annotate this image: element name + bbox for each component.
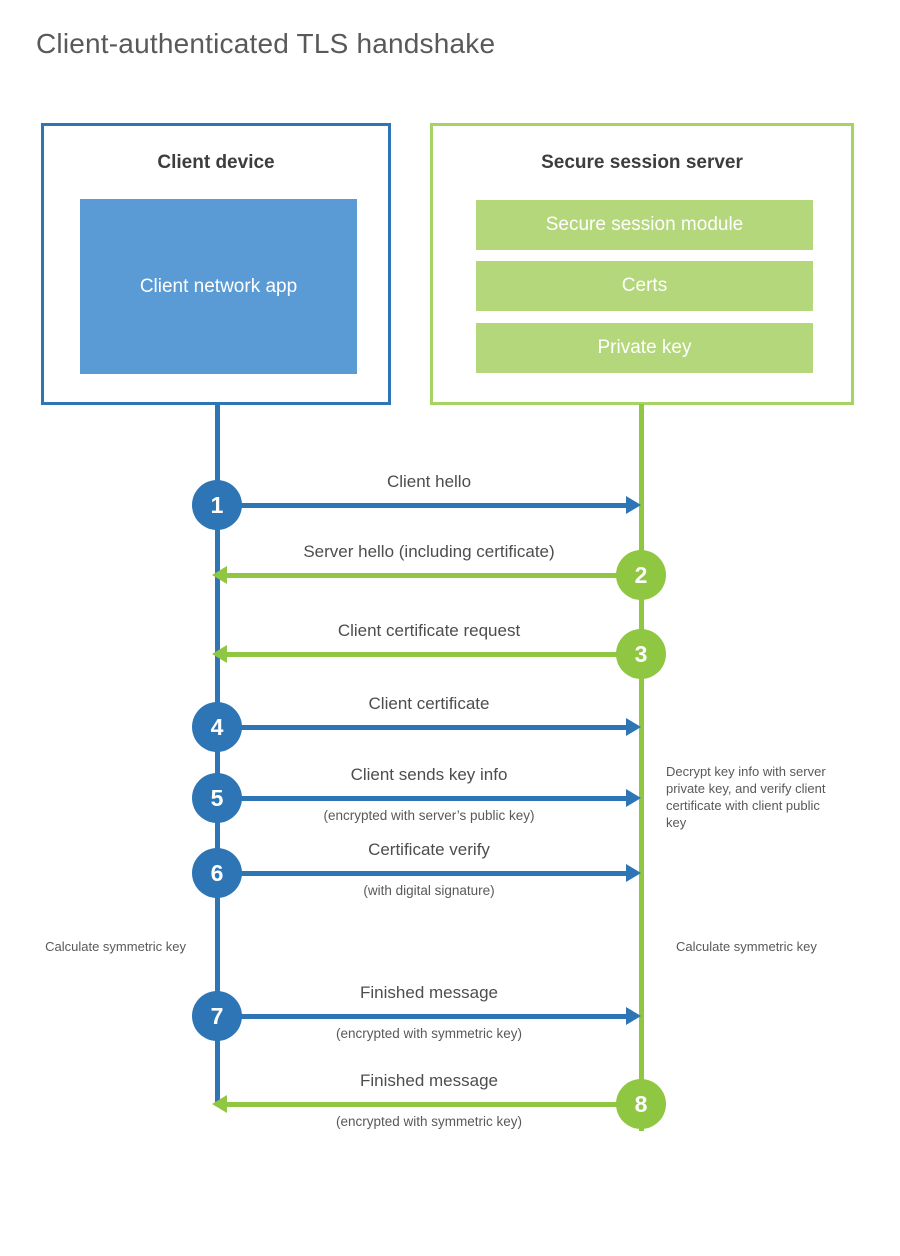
message-label: Finished message xyxy=(360,983,498,1002)
client-lifeline xyxy=(215,404,220,1104)
message-label: Client hello xyxy=(386,472,472,491)
arrow-right xyxy=(217,796,626,801)
server-certs-label: Certs xyxy=(621,275,668,296)
message-sublabel: (encrypted with symmetric key) xyxy=(335,1114,523,1129)
server-private-key-label: Private key xyxy=(597,337,692,358)
step-number-badge: 7 xyxy=(192,991,242,1041)
arrow-right xyxy=(217,1014,626,1019)
arrow-left-head-icon xyxy=(212,566,227,584)
client-network-app-box: Client network app xyxy=(80,199,357,374)
arrow-right xyxy=(217,503,626,508)
arrow-left xyxy=(227,652,641,657)
message-sublabel: (encrypted with symmetric key) xyxy=(335,1026,523,1041)
step-number-badge: 4 xyxy=(192,702,242,752)
calculate-symmetric-key-note-server: Calculate symmetric key xyxy=(676,939,817,954)
message-sublabel: (encrypted with server’s public key) xyxy=(323,808,535,823)
step-number-badge: 8 xyxy=(616,1079,666,1129)
arrow-right-head-icon xyxy=(626,718,641,736)
server-module-label: Secure session module xyxy=(545,214,744,235)
arrow-right-head-icon xyxy=(626,496,641,514)
page-title: Client-authenticated TLS handshake xyxy=(36,28,496,59)
server-private-key-bar: Private key xyxy=(476,323,813,373)
message-label: Server hello (including certificate) xyxy=(303,542,555,561)
step-number-badge: 1 xyxy=(192,480,242,530)
server-module-bar: Secure session module xyxy=(476,200,813,250)
message-label: Client certificate request xyxy=(337,621,521,640)
client-device-box: Client device Client network app xyxy=(41,123,391,405)
message-label: Client certificate xyxy=(368,694,490,713)
secure-session-server-box: Secure session server Secure session mod… xyxy=(430,123,854,405)
step-number-badge: 2 xyxy=(616,550,666,600)
server-lifeline xyxy=(639,404,644,1131)
arrow-right-head-icon xyxy=(626,1007,641,1025)
decrypt-note: Decrypt key info with server private key… xyxy=(666,764,826,830)
arrow-right xyxy=(217,725,626,730)
arrow-left-head-icon xyxy=(212,1095,227,1113)
client-network-app-label: Client network app xyxy=(139,275,298,297)
message-label: Finished message xyxy=(360,1071,498,1090)
message-sublabel: (with digital signature) xyxy=(363,883,495,898)
arrow-right-head-icon xyxy=(626,789,641,807)
message-label: Client sends key info xyxy=(350,765,508,784)
arrow-left xyxy=(227,1102,641,1107)
step-number-badge: 5 xyxy=(192,773,242,823)
arrow-left xyxy=(227,573,641,578)
arrow-right-head-icon xyxy=(626,864,641,882)
server-title: Secure session server xyxy=(541,152,743,173)
client-device-title: Client device xyxy=(157,152,275,173)
calculate-symmetric-key-note-client: Calculate symmetric key xyxy=(45,939,186,954)
step-number-badge: 6 xyxy=(192,848,242,898)
arrow-left-head-icon xyxy=(212,645,227,663)
step-number-badge: 3 xyxy=(616,629,666,679)
server-certs-bar: Certs xyxy=(476,261,813,311)
arrow-right xyxy=(217,871,626,876)
message-label: Certificate verify xyxy=(368,840,490,859)
